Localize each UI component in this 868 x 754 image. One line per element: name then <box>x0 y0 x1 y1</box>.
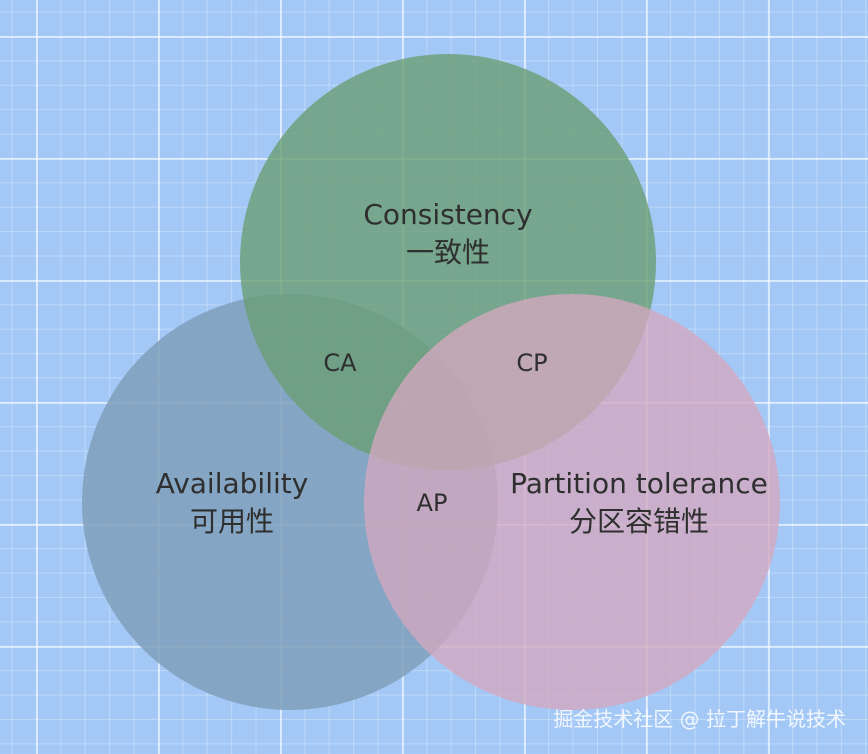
circle-partition-tolerance <box>364 294 780 710</box>
set-subtitle-consistency: 一致性 <box>405 236 490 269</box>
set-label-partition-tolerance: Partition tolerance 分区容错性 <box>500 465 778 541</box>
set-label-availability: Availability 可用性 <box>100 465 364 541</box>
intersection-label-ap: AP <box>416 489 448 517</box>
watermark: 掘金技术社区 @ 拉丁解牛说技术 <box>553 707 846 731</box>
intersection-label-cp: CP <box>516 349 548 377</box>
set-name-partition-tolerance: Partition tolerance <box>510 467 768 500</box>
intersection-label-ca: CA <box>323 349 357 377</box>
set-label-consistency: Consistency 一致性 <box>298 196 598 272</box>
set-name-availability: Availability <box>155 467 309 500</box>
set-subtitle-partition-tolerance: 分区容错性 <box>568 505 709 538</box>
set-subtitle-availability: 可用性 <box>189 505 274 538</box>
set-name-consistency: Consistency <box>363 198 533 231</box>
